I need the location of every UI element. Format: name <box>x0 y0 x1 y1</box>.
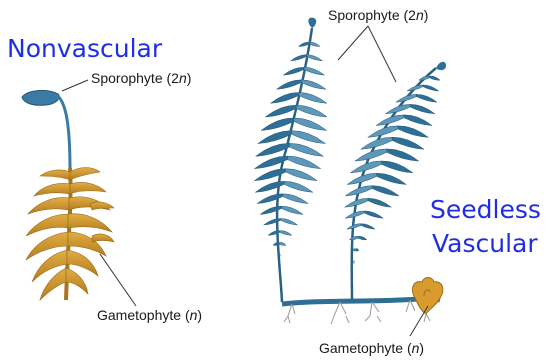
fern-pinna <box>277 80 302 89</box>
fern-pinna <box>288 156 321 169</box>
fern-pinna <box>407 85 423 91</box>
fern-frond-right-pinnae <box>345 76 440 288</box>
fern-pinna <box>294 118 327 130</box>
fern-gametophyte-label: Gametophyte (n) <box>319 340 424 356</box>
fern-pinna <box>356 249 359 252</box>
nonvascular-label: Nonvascular <box>7 35 162 63</box>
fern-pinna <box>398 126 428 138</box>
fern-pinna <box>299 42 310 46</box>
fern-pinna <box>307 55 323 61</box>
fern-pinna <box>416 94 437 102</box>
fern-pinna <box>286 169 317 181</box>
fern-gametophyte-illustration <box>412 278 442 323</box>
leader-moss-sporophyte <box>62 80 88 91</box>
fern-pinna <box>257 194 283 204</box>
fern-frond-left-pinnae <box>254 42 327 290</box>
fern-pinna <box>396 94 417 102</box>
fern-pinna <box>304 67 325 75</box>
leader-fern-gametophyte <box>410 306 428 336</box>
fern-pinna <box>361 137 393 149</box>
fern-pinna <box>296 105 327 117</box>
fern-pinna <box>261 118 294 130</box>
fern-pinna <box>273 242 280 245</box>
fern-pinna <box>279 242 286 245</box>
moss-gametophyte-illustration <box>26 168 114 301</box>
seedless-label: Seedless <box>430 196 541 224</box>
fern-pinna <box>284 181 313 192</box>
fern-pinna <box>309 42 320 46</box>
fern-pinna <box>382 161 413 173</box>
moss-sporophyte-illustration <box>22 90 70 170</box>
fern-pinna <box>265 105 296 117</box>
fern-pinna <box>387 149 419 161</box>
moss-plant <box>22 90 114 300</box>
fern-pinna <box>404 115 432 126</box>
fern-pinna <box>368 198 391 207</box>
fern-pinna <box>271 93 299 104</box>
fern-pinna <box>358 236 367 240</box>
fern-pinna <box>258 131 292 144</box>
fern-sporophyte-label: Sporophyte (2n) <box>328 7 428 23</box>
fern-pinna <box>280 231 292 236</box>
fern-pinna <box>419 76 430 80</box>
moss-sporophyte-label: Sporophyte (2n) <box>91 70 191 86</box>
fern-pinna <box>282 206 304 214</box>
fern-pinna <box>392 137 424 149</box>
fern-pinna <box>386 104 411 113</box>
fern-pinna <box>355 149 387 161</box>
fern-pinna <box>429 76 440 80</box>
fern-pinna <box>423 85 439 91</box>
fern-plant <box>254 18 446 324</box>
fern-pinna <box>372 186 399 196</box>
leader-fern-sporophyte-a <box>338 26 368 60</box>
fern-pinna <box>299 93 327 104</box>
leader-fern-sporophyte-b <box>368 26 396 82</box>
moss-gametophyte-label: Gametophyte (n) <box>97 307 202 323</box>
fern-pinna <box>349 236 358 240</box>
fern-pinna <box>290 143 324 156</box>
vascular-label: Vascular <box>432 230 538 258</box>
fern-pinna <box>283 67 304 75</box>
fern-pinna <box>291 55 307 61</box>
fern-pinna <box>364 211 383 218</box>
fern-pinna <box>301 80 326 89</box>
fern-pinna <box>376 115 404 126</box>
fern-pinna <box>281 219 298 225</box>
fern-pinna <box>368 126 398 138</box>
fern-pinna <box>279 254 280 257</box>
fern-pinna <box>410 104 435 113</box>
fern-pinna <box>377 173 407 184</box>
fern-pinna <box>361 224 375 229</box>
fern-pinna <box>292 131 326 144</box>
leader-moss-gametophyte <box>100 254 136 306</box>
fern-pinna <box>283 194 309 204</box>
